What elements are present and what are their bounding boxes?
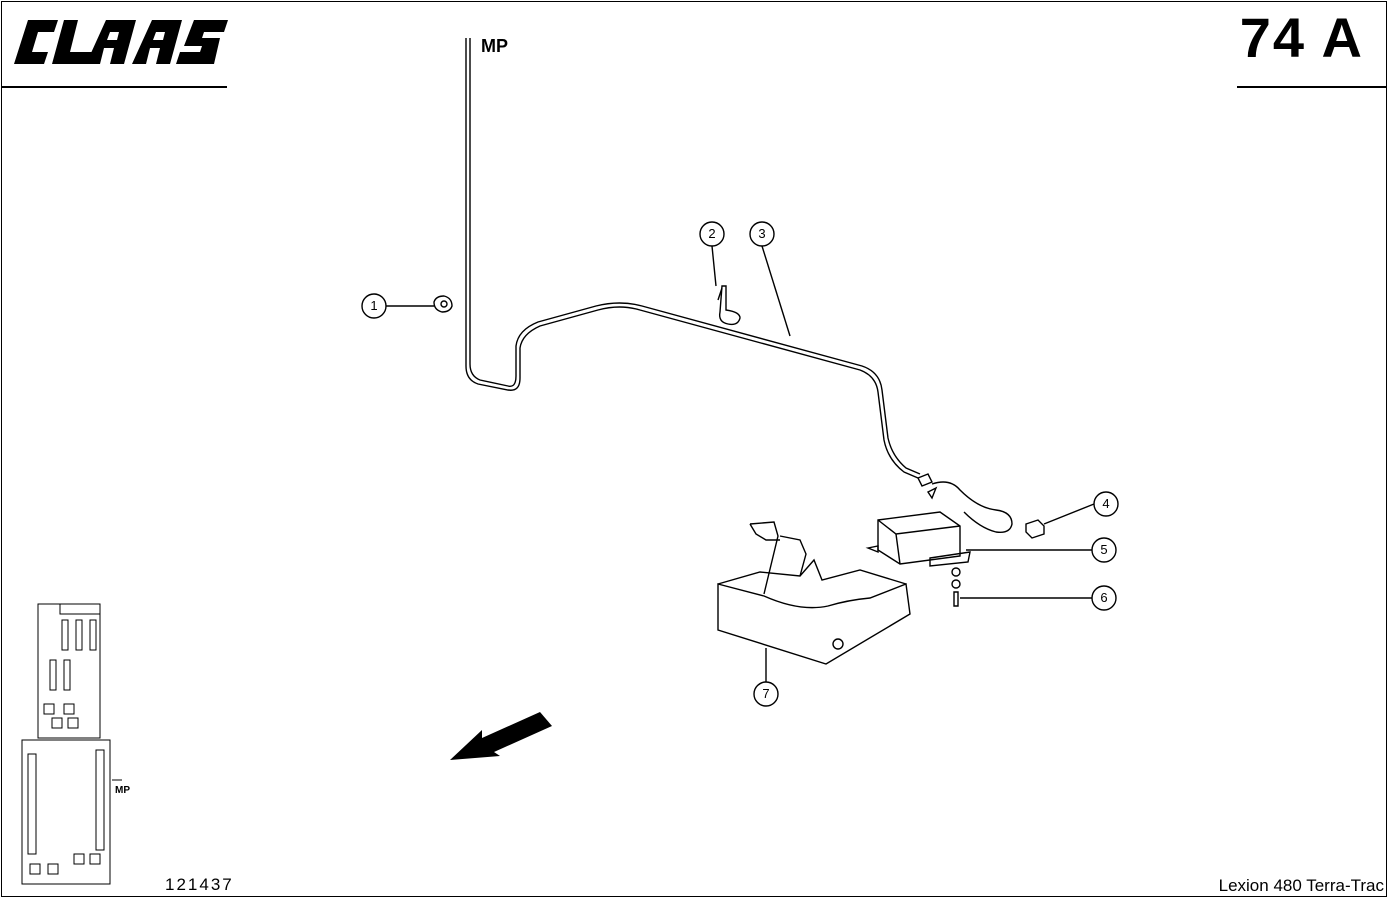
mini-mp-label: MP xyxy=(115,785,130,796)
callout-2: 2 xyxy=(708,226,716,241)
sheet-number: 74 A xyxy=(1239,6,1364,69)
callout-6: 6 xyxy=(1100,590,1108,605)
mini-locator-diagram xyxy=(21,603,122,885)
clamp-part-2 xyxy=(718,285,741,326)
direction-arrow-icon xyxy=(450,712,552,760)
clip-part-1 xyxy=(433,295,453,313)
bracket-part-7 xyxy=(717,583,911,665)
callout-7: 7 xyxy=(762,686,770,701)
control-box-part-5 xyxy=(877,511,961,565)
claas-logo xyxy=(14,20,228,64)
connector-part-4 xyxy=(1025,519,1045,539)
mp-label: MP xyxy=(481,36,508,56)
drawing-number: 121437 xyxy=(165,875,234,894)
header-rule-right xyxy=(1237,86,1387,88)
cable-vertical xyxy=(465,38,919,479)
callout-4: 4 xyxy=(1102,496,1110,511)
callout-5: 5 xyxy=(1100,542,1108,557)
callout-1: 1 xyxy=(370,298,378,313)
header-rule-left xyxy=(1,86,227,88)
washer-part-6 xyxy=(951,567,961,577)
model-name: Lexion 480 Terra-Trac xyxy=(1218,876,1384,895)
callout-3: 3 xyxy=(758,226,766,241)
bolt-part-6 xyxy=(953,591,959,607)
